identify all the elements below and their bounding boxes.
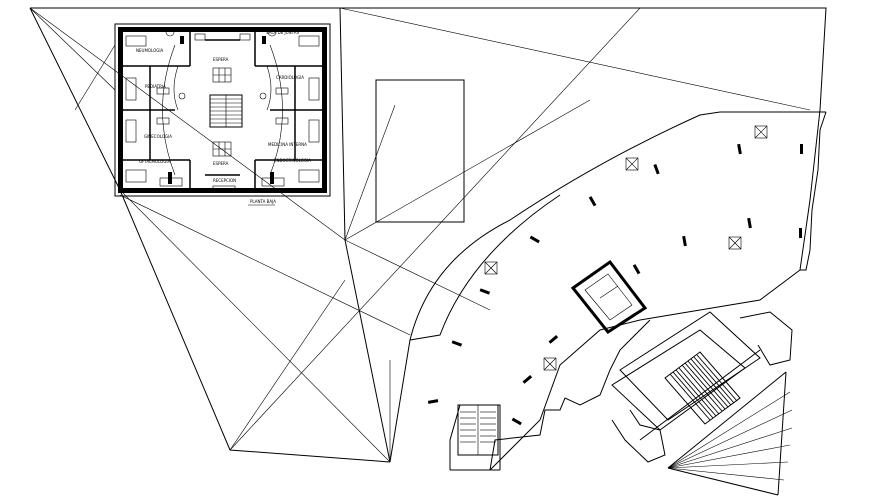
- cross-boxes: [484, 125, 768, 371]
- fan-structure: [611, 311, 793, 496]
- room-label-cardiologia: CARDIOLOGIA: [276, 75, 304, 80]
- column-markers: [427, 143, 803, 426]
- plan-subtitle: PLANTA BAJA: [250, 199, 276, 204]
- room-label-recepcion: RECEPCION: [213, 178, 236, 183]
- court-rectangle: [375, 79, 465, 223]
- room-label-espera-top: ESPERA: [213, 57, 229, 62]
- curved-building: [389, 111, 827, 471]
- room-label-oftalmologia: OFTALMOLOGIA: [139, 159, 171, 164]
- room-label-ginecologia: GINECOLOGIA: [144, 134, 172, 139]
- room-label-neumologia: NEUMOLOGIA: [136, 48, 164, 53]
- fan-stairs: [664, 351, 741, 425]
- stair-lower: [457, 404, 499, 456]
- room-label-endocrinologia: ENDOCRINOLOGIA: [274, 158, 311, 163]
- room-label-espera-bottom: ESPERA: [213, 161, 229, 166]
- tilted-block: [570, 259, 648, 334]
- room-label-sala-juntas: SALA DE JUNTAS: [266, 30, 300, 35]
- construction-lines: [29, 7, 811, 463]
- room-label-medicina-interna: MEDICINA INTERNA: [268, 142, 307, 147]
- room-label-pediatria: PEDIATRIA: [145, 84, 166, 89]
- floor-plan: NEUMOLOGIA SALA DE JUNTAS ESPERA PEDIATR…: [114, 23, 331, 197]
